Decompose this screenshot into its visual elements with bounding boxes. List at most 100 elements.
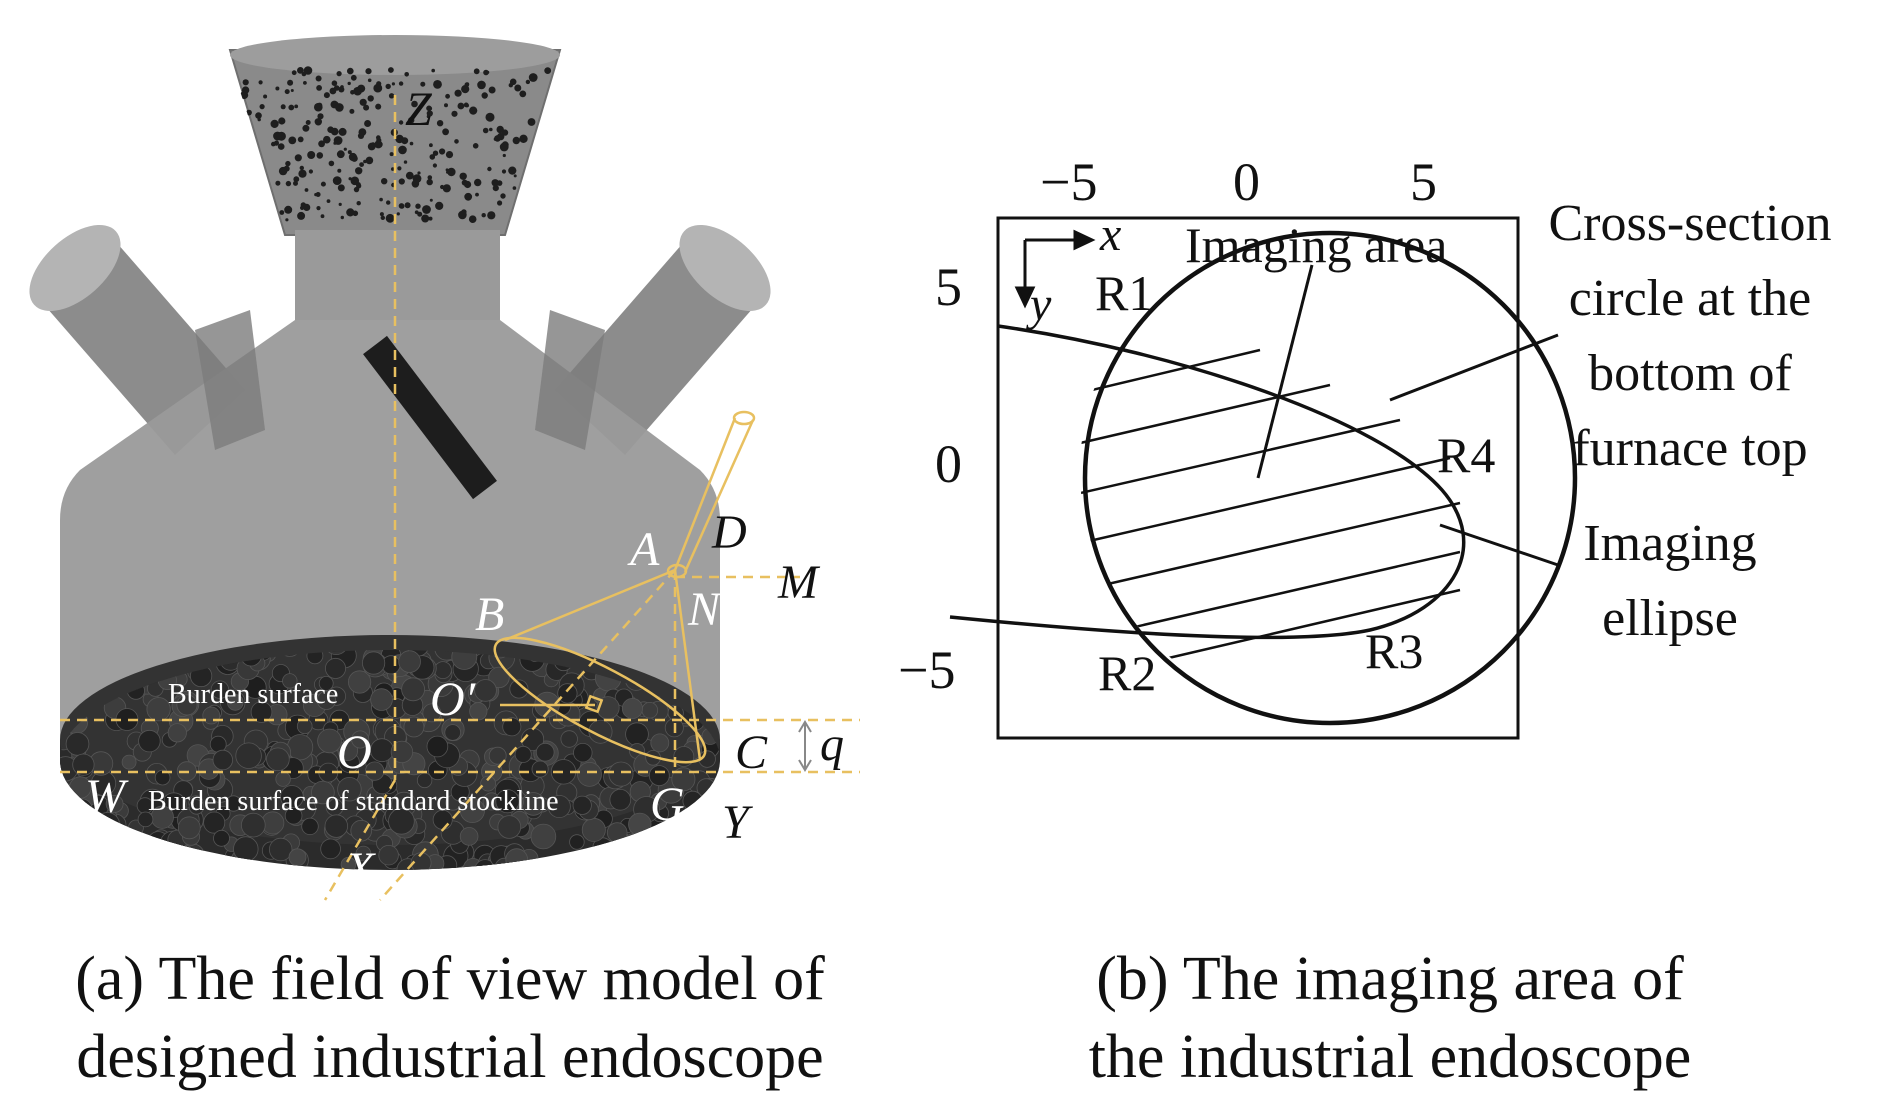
burden-particle [324, 814, 349, 838]
burden-particle [444, 724, 462, 741]
burden-particle [212, 749, 234, 771]
burden-particle [203, 811, 226, 834]
hopper-particle [303, 203, 311, 211]
burden-particle [514, 745, 532, 763]
point-m-label: M [777, 556, 821, 609]
point-r3-label: R3 [1365, 623, 1423, 679]
imaging-area-label: Imaging area [1185, 217, 1447, 273]
hopper-particle [380, 215, 385, 220]
burden-particle [69, 839, 91, 861]
burden-particle [608, 761, 634, 787]
hopper-particle [398, 145, 407, 155]
hopper-particle [454, 139, 459, 144]
burden-particle [535, 742, 555, 762]
hopper-particle [433, 80, 442, 89]
panel-a-furnace-model [29, 35, 860, 901]
hopper-particle [501, 169, 507, 174]
hopper-particle [242, 79, 249, 86]
burden-particle [128, 837, 154, 863]
panel-a-labels: Z A D M N B O′ O C q W G Y X Burden surf… [85, 83, 844, 896]
field-of-view-cone [493, 410, 756, 764]
hopper-particle [403, 160, 408, 164]
hopper-particle [499, 142, 509, 152]
burden-particle [577, 762, 602, 787]
hopper-particle [447, 167, 456, 177]
hopper-particle [435, 201, 444, 210]
point-a-label: A [627, 523, 660, 576]
hopper-particle [337, 168, 342, 173]
hopper-particle [409, 141, 414, 146]
burden-particle [606, 822, 628, 843]
burden-particle [616, 851, 641, 870]
burden-particle [138, 729, 161, 753]
hopper-particle [304, 188, 309, 192]
burden-particle [572, 795, 592, 815]
hopper-particle [486, 70, 490, 74]
point-w-label: W [85, 770, 129, 823]
hopper-particle [379, 212, 384, 217]
hopper-particle [363, 159, 367, 164]
panel-b-imaging-plot [949, 216, 1578, 740]
hopper-particle [353, 186, 360, 193]
hopper-particle [474, 178, 482, 187]
hopper-particle [288, 104, 295, 111]
hopper-particles [240, 66, 552, 223]
burden-particle [609, 788, 632, 811]
hopper-particle [415, 203, 421, 209]
burden-particle [227, 694, 244, 711]
burden-particle [672, 832, 699, 859]
burden-particle [569, 834, 585, 850]
hopper-particle [468, 215, 477, 223]
hopper-particle [379, 197, 383, 202]
guide-lines [60, 95, 860, 901]
burden-particle [95, 835, 118, 858]
hopper-particle [308, 169, 313, 174]
burden-particle [174, 844, 195, 865]
furnace-neck [295, 230, 500, 320]
burden-particle [488, 746, 507, 765]
hopper-particle [316, 85, 322, 91]
burden-particle [578, 849, 600, 870]
y-axis-label: Y [722, 796, 753, 849]
hopper-particle [314, 118, 322, 126]
hopper-particle [422, 205, 431, 214]
burden-particle [505, 848, 529, 870]
burden-particle [661, 854, 681, 870]
hopper-particle [445, 151, 454, 159]
hopper-particle [358, 128, 367, 137]
burden-particle [60, 829, 74, 847]
hopper-particle [489, 127, 493, 132]
panel-b-labels: −5 0 5 5 0 −5 x y R1 R2 R3 R4 Imaging ar… [898, 152, 1832, 701]
burden-particle [121, 754, 137, 770]
caption-b-line2: the industrial endoscope [1088, 1023, 1692, 1091]
hopper-particle [491, 179, 499, 187]
x-tick-0: 0 [1233, 152, 1260, 212]
cross-section-circle [1082, 230, 1578, 726]
hopper-particle [278, 166, 288, 176]
burden-particle [209, 735, 227, 753]
hopper-particle [347, 150, 352, 155]
burden-particle [320, 838, 341, 860]
burden-particle [250, 701, 273, 723]
hopper-particle [527, 118, 536, 126]
hopper-particle [459, 172, 467, 180]
burden-particle [337, 740, 359, 761]
hopper-particle [432, 163, 437, 168]
hopper-particle [442, 184, 451, 193]
hopper-particle [317, 102, 323, 108]
hopper-particle [285, 180, 292, 187]
hopper-particle [340, 215, 344, 220]
burden-particle [370, 738, 394, 763]
caption-a: (a) The field of view model of designed … [20, 940, 880, 1096]
hopper-particle [263, 94, 268, 99]
hopper-particle [270, 119, 279, 128]
burden-particle [180, 843, 205, 868]
hopper-particle [385, 83, 391, 90]
burden-particle [422, 703, 442, 723]
hopper-particle [291, 70, 297, 76]
hopper-particle [404, 202, 411, 209]
hopper-particle [528, 73, 538, 82]
burden-particle [623, 833, 644, 854]
burden-particle [102, 834, 128, 861]
circle-label-line2: circle at the [1569, 270, 1812, 327]
